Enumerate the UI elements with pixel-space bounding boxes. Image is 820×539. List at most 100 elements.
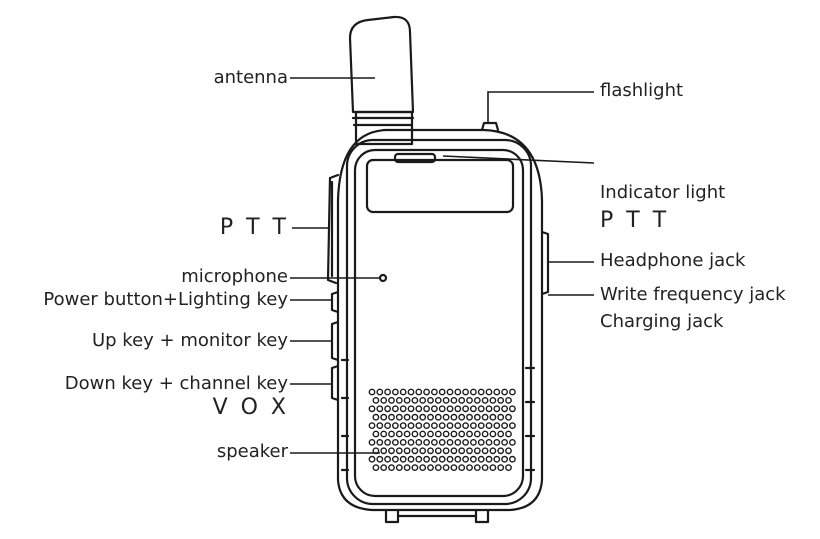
speaker-hole: [388, 413, 395, 421]
speaker-hole: [368, 422, 376, 429]
speaker-hole: [481, 413, 489, 421]
speaker-hole: [391, 455, 399, 463]
speaker-hole: [509, 405, 516, 413]
speaker-hole: [403, 430, 411, 438]
label-write-frequency-jack: Write frequency jack: [600, 284, 786, 305]
speaker-hole: [376, 455, 384, 463]
speaker-hole: [454, 438, 462, 446]
speaker-hole: [458, 464, 466, 471]
speaker-hole: [419, 396, 427, 404]
ptt-key-left: [326, 173, 340, 285]
label-up-key: Up key + monitor key: [91, 330, 288, 351]
speaker-hole: [509, 422, 516, 429]
speaker-hole: [438, 438, 446, 446]
speaker-hole: [509, 388, 516, 396]
speaker-hole: [419, 413, 427, 421]
speaker-hole: [427, 430, 434, 438]
speaker-hole: [423, 388, 430, 396]
speaker-hole: [407, 405, 415, 413]
speaker-hole: [473, 430, 481, 438]
speaker-hole: [376, 388, 384, 396]
speaker-hole: [376, 438, 384, 446]
speaker-hole: [427, 396, 434, 404]
speaker-hole: [485, 388, 493, 396]
speaker-hole: [399, 388, 407, 396]
speaker-hole: [399, 405, 407, 413]
speaker-hole: [415, 422, 423, 429]
speaker-hole: [430, 422, 438, 429]
speaker-hole: [415, 405, 423, 413]
speaker-hole: [462, 388, 469, 396]
speaker-hole: [407, 388, 415, 396]
speaker-hole: [497, 464, 505, 471]
speaker-hole: [501, 438, 508, 446]
speaker-hole: [411, 430, 419, 438]
speaker-hole: [442, 413, 450, 421]
speaker-hole: [442, 430, 450, 438]
speaker-hole: [509, 438, 516, 446]
speaker-hole: [477, 388, 485, 396]
speaker-hole: [466, 464, 473, 471]
speaker-hole: [411, 396, 419, 404]
speaker-hole: [469, 405, 477, 413]
flashlight-nub: [480, 121, 500, 132]
speaker-hole: [485, 438, 493, 446]
speaker-hole: [384, 422, 391, 429]
speaker-hole: [493, 438, 501, 446]
display-window: [365, 158, 515, 214]
label-flashlight: flashlight: [600, 80, 684, 101]
speaker-hole: [434, 447, 442, 455]
speaker-hole: [505, 430, 512, 438]
speaker-hole: [430, 405, 438, 413]
speaker-hole: [477, 455, 485, 463]
speaker-hole: [497, 447, 505, 455]
speaker-hole: [380, 447, 388, 455]
speaker-hole: [395, 464, 403, 471]
label-antenna: antenna: [213, 67, 288, 88]
speaker-hole: [473, 396, 481, 404]
speaker-hole: [388, 447, 395, 455]
right-jack: [540, 230, 550, 296]
speaker-hole: [450, 396, 458, 404]
speaker-hole: [419, 430, 427, 438]
speaker-hole: [411, 447, 419, 455]
speaker-hole: [493, 405, 501, 413]
power-key: [330, 290, 340, 314]
speaker-hole: [442, 464, 450, 471]
speaker-hole: [407, 438, 415, 446]
speaker-hole: [423, 455, 430, 463]
speaker-hole: [407, 455, 415, 463]
speaker-hole: [501, 422, 508, 429]
speaker-hole: [489, 447, 497, 455]
label-vox: V O X: [212, 395, 289, 420]
speaker-hole: [466, 396, 473, 404]
speaker-hole: [473, 447, 481, 455]
speaker-hole: [407, 422, 415, 429]
label-speaker: speaker: [216, 441, 288, 462]
speaker-hole: [434, 413, 442, 421]
speaker-hole: [415, 455, 423, 463]
right-foot: [474, 508, 490, 524]
label-indicator-light: Indicator light: [600, 182, 726, 203]
speaker-hole: [489, 430, 497, 438]
speaker-hole: [388, 464, 395, 471]
speaker-hole: [462, 455, 469, 463]
side-ticks: [340, 358, 536, 472]
label-ptt-right: P T T: [600, 208, 670, 233]
speaker-hole: [438, 405, 446, 413]
speaker-hole: [368, 405, 376, 413]
speaker-hole: [442, 447, 450, 455]
speaker-hole: [403, 413, 411, 421]
speaker-hole: [481, 430, 489, 438]
speaker-hole: [423, 405, 430, 413]
speaker-hole: [380, 430, 388, 438]
speaker-hole: [485, 405, 493, 413]
speaker-hole: [442, 396, 450, 404]
microphone-hole: [378, 273, 388, 283]
speaker-hole: [430, 438, 438, 446]
label-power-button: Power button+Lighting key: [43, 289, 288, 310]
speaker-hole: [434, 396, 442, 404]
speaker-hole: [501, 388, 508, 396]
